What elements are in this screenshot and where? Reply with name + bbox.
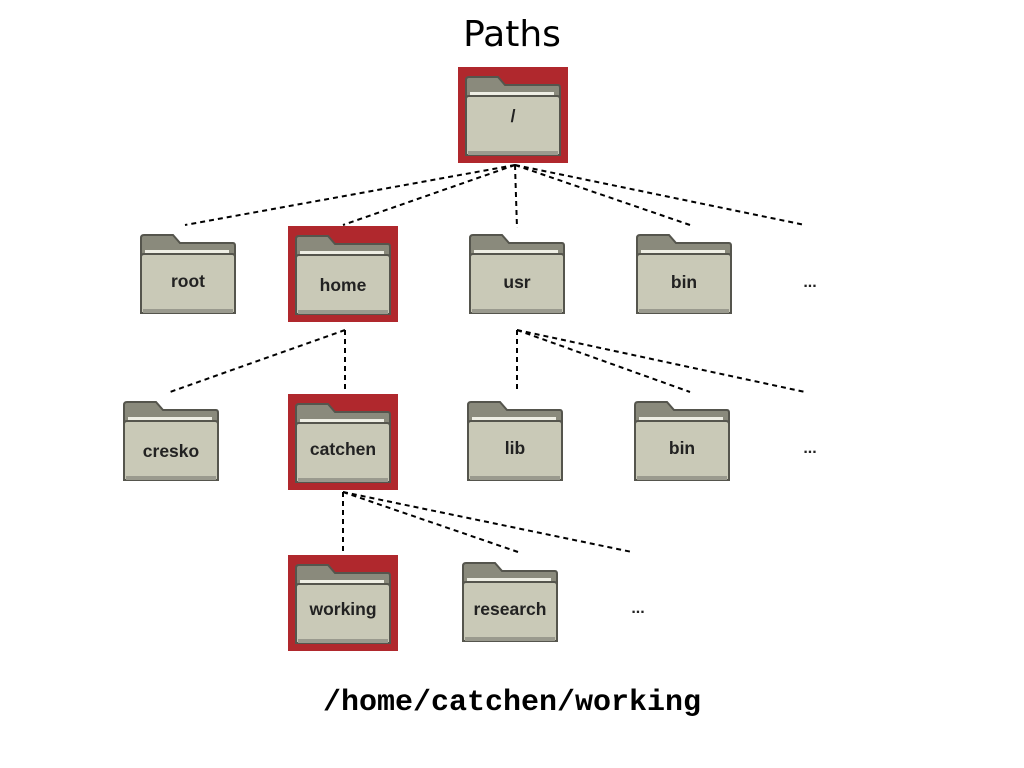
folder-bin[interactable]: bin xyxy=(627,392,737,488)
folder-label: usr xyxy=(503,272,531,292)
more-ellipsis: ... xyxy=(803,274,817,291)
folder-root[interactable]: root xyxy=(133,225,243,321)
folder-icon xyxy=(469,234,565,314)
folder-icon xyxy=(140,234,236,314)
connector-line xyxy=(514,164,806,226)
path-caption: /home/catchen/working xyxy=(322,686,702,720)
folder-cresko[interactable]: cresko xyxy=(116,392,226,488)
folder-icon xyxy=(295,403,391,483)
connector-line xyxy=(184,164,516,226)
folder-icon xyxy=(636,234,732,314)
slide-title: Paths xyxy=(463,14,561,55)
folder-icon xyxy=(123,401,219,481)
folder-bin[interactable]: bin xyxy=(629,225,739,321)
folder-usr[interactable]: usr xyxy=(462,225,572,321)
folder-lib[interactable]: lib xyxy=(460,392,570,488)
folder-label: root xyxy=(170,271,206,291)
connector-line xyxy=(514,164,691,226)
folder-label: working xyxy=(309,599,377,619)
connector-line xyxy=(342,164,516,226)
connector-line xyxy=(516,329,806,393)
more-ellipsis: ... xyxy=(631,600,645,617)
folder-label: / xyxy=(510,106,516,126)
connector-line xyxy=(342,491,519,553)
folder-label: cresko xyxy=(142,441,200,461)
folder-icon xyxy=(462,562,558,642)
folder-icon xyxy=(295,235,391,315)
more-ellipsis: ... xyxy=(803,440,817,457)
folder-label: lib xyxy=(504,438,526,458)
connector-line xyxy=(169,329,346,393)
folder-label: bin xyxy=(668,438,696,458)
connector-line xyxy=(342,491,633,553)
folder-label: research xyxy=(473,599,547,619)
folder-icon xyxy=(295,564,391,644)
folder-label: bin xyxy=(670,272,698,292)
connector-line xyxy=(516,329,691,393)
folder-icon xyxy=(467,401,563,481)
folder-research[interactable]: research xyxy=(455,553,565,649)
folder-label: catchen xyxy=(309,439,377,459)
connector-line xyxy=(514,164,518,229)
folder-root-dir[interactable]: / xyxy=(458,67,568,163)
folder-label: home xyxy=(319,275,367,295)
folder-icon xyxy=(465,76,561,156)
folder-home[interactable]: home xyxy=(288,226,398,322)
folder-icon xyxy=(634,401,730,481)
folder-working[interactable]: working xyxy=(288,555,398,651)
folder-catchen[interactable]: catchen xyxy=(288,394,398,490)
